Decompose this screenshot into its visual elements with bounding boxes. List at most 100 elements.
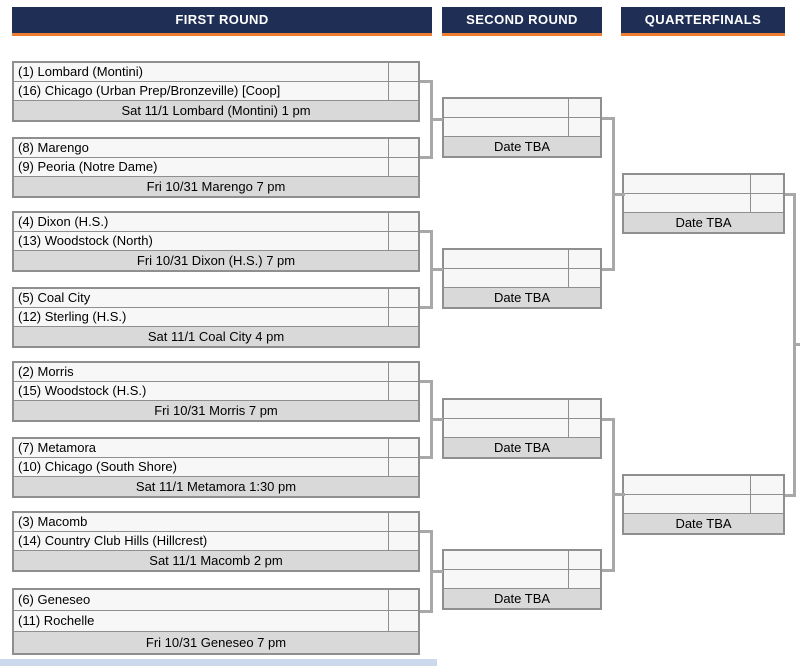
- match-r2-g3: Date TBA: [442, 398, 602, 459]
- game-date: Date TBA: [444, 288, 600, 307]
- game-date: Sat 11/1 Metamora 1:30 pm: [14, 477, 418, 496]
- bracket-connector: [602, 117, 615, 120]
- header-first-round: FIRST ROUND: [12, 7, 432, 36]
- team-row: (5) Coal City: [14, 289, 418, 308]
- score-cell: [568, 551, 600, 569]
- bracket-connector: [420, 156, 433, 159]
- score-cell: [388, 363, 418, 381]
- bracket-connector: [420, 530, 433, 533]
- team-name: [444, 99, 568, 117]
- bracket-connector: [785, 193, 796, 196]
- team-row: [444, 570, 600, 589]
- game-date: Date TBA: [444, 137, 600, 156]
- score-cell: [388, 458, 418, 476]
- team-row: [624, 495, 783, 514]
- bracket-connector: [430, 268, 443, 271]
- bracket-connector: [420, 610, 433, 613]
- score-cell: [750, 476, 783, 494]
- team-row: [444, 551, 600, 570]
- score-cell: [568, 99, 600, 117]
- match-r1-g6: (7) Metamora (10) Chicago (South Shore) …: [12, 437, 420, 498]
- team-name: (2) Morris: [18, 364, 74, 379]
- team-row: [444, 400, 600, 419]
- score-cell: [568, 400, 600, 418]
- match-r1-g2: (8) Marengo (9) Peoria (Notre Dame) Fri …: [12, 137, 420, 198]
- score-cell: [568, 118, 600, 136]
- match-r1-g8: (6) Geneseo (11) Rochelle Fri 10/31 Gene…: [12, 588, 420, 655]
- team-row: (3) Macomb: [14, 513, 418, 532]
- team-name: [444, 570, 568, 588]
- team-row: [444, 99, 600, 118]
- bracket-connector: [430, 118, 443, 121]
- team-row: (14) Country Club Hills (Hillcrest): [14, 532, 418, 551]
- game-date: Sat 11/1 Lombard (Montini) 1 pm: [14, 101, 418, 120]
- team-row: [444, 118, 600, 137]
- bracket-connector: [602, 418, 615, 421]
- match-r1-g1: (1) Lombard (Montini) (16) Chicago (Urba…: [12, 61, 420, 122]
- team-row: (4) Dixon (H.S.): [14, 213, 418, 232]
- bracket-connector: [430, 418, 443, 421]
- team-row: (6) Geneseo: [14, 590, 418, 611]
- bracket-connector: [793, 343, 800, 346]
- score-cell: [388, 232, 418, 250]
- score-cell: [388, 590, 418, 610]
- game-date: Date TBA: [624, 514, 783, 533]
- score-cell: [750, 495, 783, 513]
- bracket-connector: [420, 456, 433, 459]
- bracket-connector: [420, 306, 433, 309]
- team-row: [444, 250, 600, 269]
- match-r1-g3: (4) Dixon (H.S.) (13) Woodstock (North) …: [12, 211, 420, 272]
- team-name: [624, 175, 750, 193]
- game-date: Date TBA: [624, 213, 783, 232]
- match-qf-g2: Date TBA: [622, 474, 785, 535]
- score-cell: [568, 570, 600, 588]
- team-name: [444, 419, 568, 437]
- team-name: (15) Woodstock (H.S.): [18, 383, 147, 398]
- game-date: Date TBA: [444, 438, 600, 457]
- score-cell: [388, 158, 418, 176]
- team-row: (9) Peoria (Notre Dame): [14, 158, 418, 177]
- score-cell: [388, 213, 418, 231]
- team-name: [624, 495, 750, 513]
- team-name: (7) Metamora: [18, 440, 97, 455]
- team-name: [444, 269, 568, 287]
- score-cell: [388, 611, 418, 631]
- team-name: [624, 194, 750, 212]
- score-cell: [388, 82, 418, 100]
- team-row: [444, 419, 600, 438]
- match-r1-g5: (2) Morris (15) Woodstock (H.S.) Fri 10/…: [12, 361, 420, 422]
- team-name: (1) Lombard (Montini): [18, 64, 143, 79]
- team-row: (15) Woodstock (H.S.): [14, 382, 418, 401]
- bracket-connector: [420, 380, 433, 383]
- team-name: (8) Marengo: [18, 140, 89, 155]
- score-cell: [750, 194, 783, 212]
- game-date: Sat 11/1 Coal City 4 pm: [14, 327, 418, 346]
- team-row: [624, 194, 783, 213]
- header-second-round: SECOND ROUND: [442, 7, 602, 36]
- game-date: Fri 10/31 Geneseo 7 pm: [14, 632, 418, 653]
- game-date: Fri 10/31 Morris 7 pm: [14, 401, 418, 420]
- team-name: [624, 476, 750, 494]
- score-cell: [568, 250, 600, 268]
- bracket-connector: [420, 80, 433, 83]
- game-date: Sat 11/1 Macomb 2 pm: [14, 551, 418, 570]
- team-name: (11) Rochelle: [18, 613, 95, 628]
- team-row: (7) Metamora: [14, 439, 418, 458]
- team-name: (10) Chicago (South Shore): [18, 459, 177, 474]
- game-date: Fri 10/31 Dixon (H.S.) 7 pm: [14, 251, 418, 270]
- score-cell: [568, 419, 600, 437]
- team-name: [444, 250, 568, 268]
- match-r2-g4: Date TBA: [442, 549, 602, 610]
- score-cell: [388, 308, 418, 326]
- team-name: [444, 118, 568, 136]
- bracket-connector: [420, 230, 433, 233]
- score-cell: [388, 532, 418, 550]
- team-row: (16) Chicago (Urban Prep/Bronzeville) [C…: [14, 82, 418, 101]
- team-name: (4) Dixon (H.S.): [18, 214, 109, 229]
- team-row: (2) Morris: [14, 363, 418, 382]
- header-quarterfinals: QUARTERFINALS: [621, 7, 785, 36]
- score-cell: [388, 513, 418, 531]
- team-row: (11) Rochelle: [14, 611, 418, 632]
- bracket-connector: [612, 193, 625, 196]
